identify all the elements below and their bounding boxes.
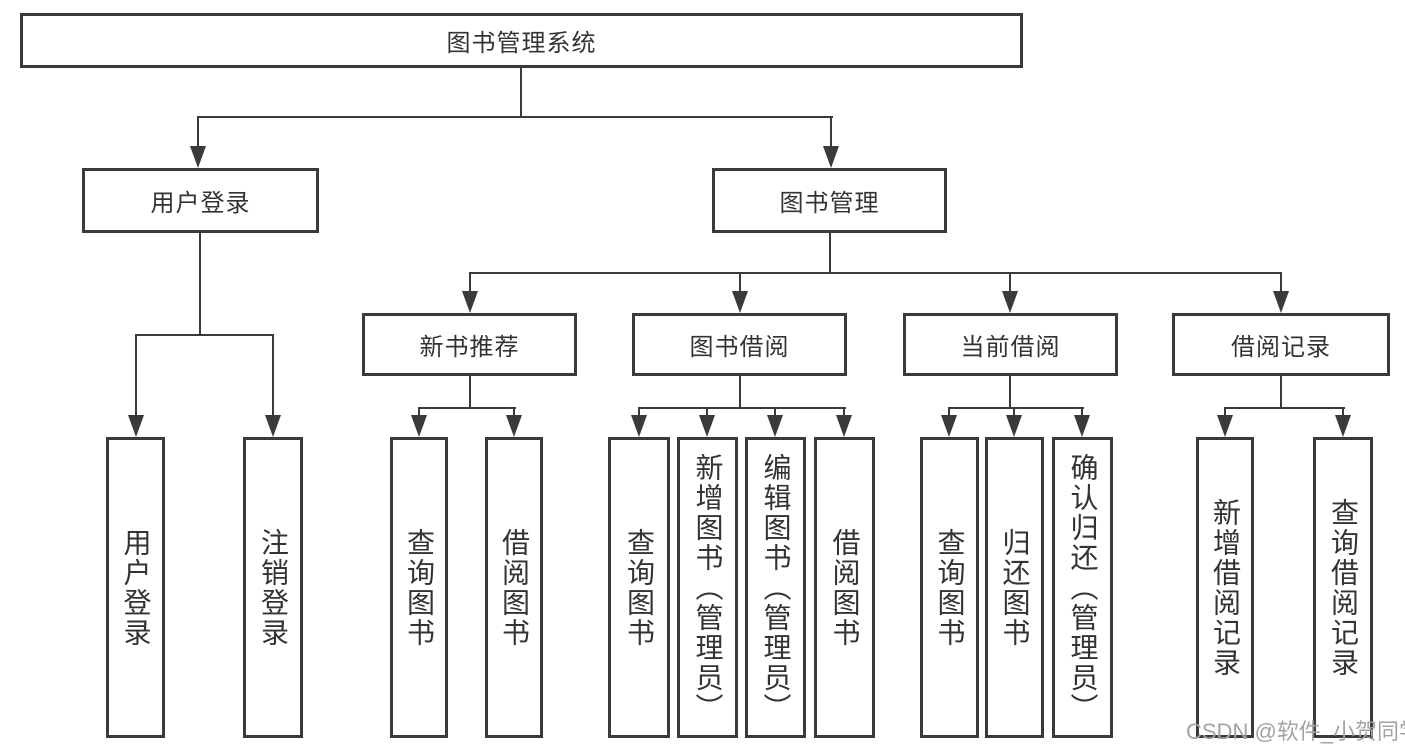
- connector-line: [739, 375, 741, 409]
- node-label: 新书推荐: [419, 334, 520, 361]
- leaf-label: 查询借阅记录: [1328, 497, 1359, 678]
- arrowhead-down-icon: [767, 415, 783, 437]
- leaf-label: 借阅图书: [829, 527, 861, 648]
- arrowhead-down-icon: [190, 146, 206, 168]
- leaf-label: 归还图书: [999, 527, 1031, 648]
- arrowhead-down-icon: [1002, 291, 1018, 313]
- connector-line: [1224, 407, 1226, 417]
- connector-line: [830, 116, 832, 147]
- node-label: 图书借阅: [689, 334, 790, 361]
- connector-line: [1013, 407, 1015, 417]
- node-user-login: 用户登录: [82, 168, 319, 233]
- connector-line: [199, 232, 201, 336]
- leaf-label: 查询图书: [404, 527, 435, 648]
- connector-line: [638, 407, 640, 417]
- connector-line: [135, 334, 137, 416]
- arrowhead-down-icon: [631, 415, 647, 437]
- leaf-add-borrow-record: 新增借阅记录: [1196, 437, 1254, 738]
- node-current-borrowing: 当前借阅: [903, 313, 1118, 376]
- leaf-label: 查询图书: [934, 527, 966, 648]
- node-borrowing-records: 借阅记录: [1172, 313, 1390, 376]
- leaf-return-books: 归还图书: [985, 437, 1044, 738]
- leaf-label: 编辑图书（管理员）: [760, 452, 792, 723]
- connector-line: [513, 407, 515, 417]
- connector-line: [739, 272, 741, 292]
- node-library-management-system: 图书管理系统: [20, 13, 1023, 68]
- arrowhead-down-icon: [823, 146, 839, 168]
- connector-line: [272, 334, 274, 416]
- node-label: 当前借阅: [960, 334, 1061, 361]
- leaf-query-books-current: 查询图书: [920, 437, 979, 738]
- connector-line: [1009, 272, 1011, 292]
- node-book-borrowing: 图书借阅: [632, 313, 847, 376]
- leaf-label: 查询图书: [624, 527, 655, 648]
- leaf-user-login: 用户登录: [106, 437, 165, 738]
- leaf-confirm-return-admin: 确认归还（管理员）: [1052, 437, 1113, 738]
- arrowhead-down-icon: [836, 415, 852, 437]
- leaf-borrow-books-borrowing: 借阅图书: [814, 437, 875, 738]
- arrowhead-down-icon: [1335, 415, 1351, 437]
- arrowhead-down-icon: [1006, 415, 1022, 437]
- connector-line: [197, 116, 833, 118]
- connector-line: [1009, 375, 1011, 409]
- leaf-label: 注销登录: [258, 527, 289, 648]
- connector-line: [1280, 272, 1282, 292]
- arrowhead-down-icon: [265, 415, 281, 437]
- connector-line: [774, 407, 776, 417]
- leaf-add-books-admin: 新增图书（管理员）: [677, 437, 738, 738]
- connector-line: [469, 272, 1282, 274]
- arrowhead-down-icon: [128, 415, 144, 437]
- leaf-label: 借阅图书: [499, 527, 530, 648]
- leaf-label: 用户登录: [120, 527, 152, 648]
- leaf-query-borrow-record: 查询借阅记录: [1313, 437, 1373, 738]
- arrowhead-down-icon: [941, 415, 957, 437]
- leaf-edit-books-admin: 编辑图书（管理员）: [745, 437, 806, 738]
- arrowhead-down-icon: [411, 415, 427, 437]
- node-label: 借阅记录: [1231, 334, 1331, 361]
- connector-line: [1081, 407, 1083, 417]
- connector-line: [469, 375, 471, 409]
- arrowhead-down-icon: [732, 291, 748, 313]
- node-label: 图书管理: [779, 190, 880, 217]
- connector-line: [1224, 407, 1345, 409]
- arrowhead-down-icon: [1217, 415, 1233, 437]
- connector-line: [469, 272, 471, 292]
- node-label: 用户登录: [150, 190, 251, 217]
- csdn-watermark: CSDN @软件_小贺同学: [1186, 719, 1405, 744]
- connector-line: [638, 407, 846, 409]
- connector-line: [1280, 375, 1282, 409]
- leaf-label: 新增图书（管理员）: [692, 452, 724, 723]
- connector-line: [1342, 407, 1344, 417]
- arrowhead-down-icon: [1273, 291, 1289, 313]
- node-book-management: 图书管理: [712, 168, 947, 233]
- leaf-borrow-books-recommend: 借阅图书: [485, 437, 543, 738]
- connector-line: [948, 407, 950, 417]
- connector-line: [948, 407, 1084, 409]
- node-new-book-recommendation: 新书推荐: [362, 313, 577, 376]
- connector-line: [197, 116, 199, 147]
- leaf-label: 新增借阅记录: [1210, 497, 1241, 678]
- arrowhead-down-icon: [462, 291, 478, 313]
- connector-line: [843, 407, 845, 417]
- connector-line: [418, 407, 420, 417]
- connector-line: [418, 407, 516, 409]
- leaf-logout: 注销登录: [243, 437, 303, 738]
- arrowhead-down-icon: [506, 415, 522, 437]
- connector-line: [135, 334, 274, 336]
- leaf-query-books-borrowing: 查询图书: [608, 437, 670, 738]
- connector-line: [520, 68, 522, 117]
- connector-line: [706, 407, 708, 417]
- leaf-query-books-recommend: 查询图书: [390, 437, 448, 738]
- node-label: 图书管理系统: [446, 30, 597, 57]
- leaf-label: 确认归还（管理员）: [1067, 452, 1099, 723]
- arrowhead-down-icon: [699, 415, 715, 437]
- arrowhead-down-icon: [1074, 415, 1090, 437]
- connector-line: [829, 232, 831, 274]
